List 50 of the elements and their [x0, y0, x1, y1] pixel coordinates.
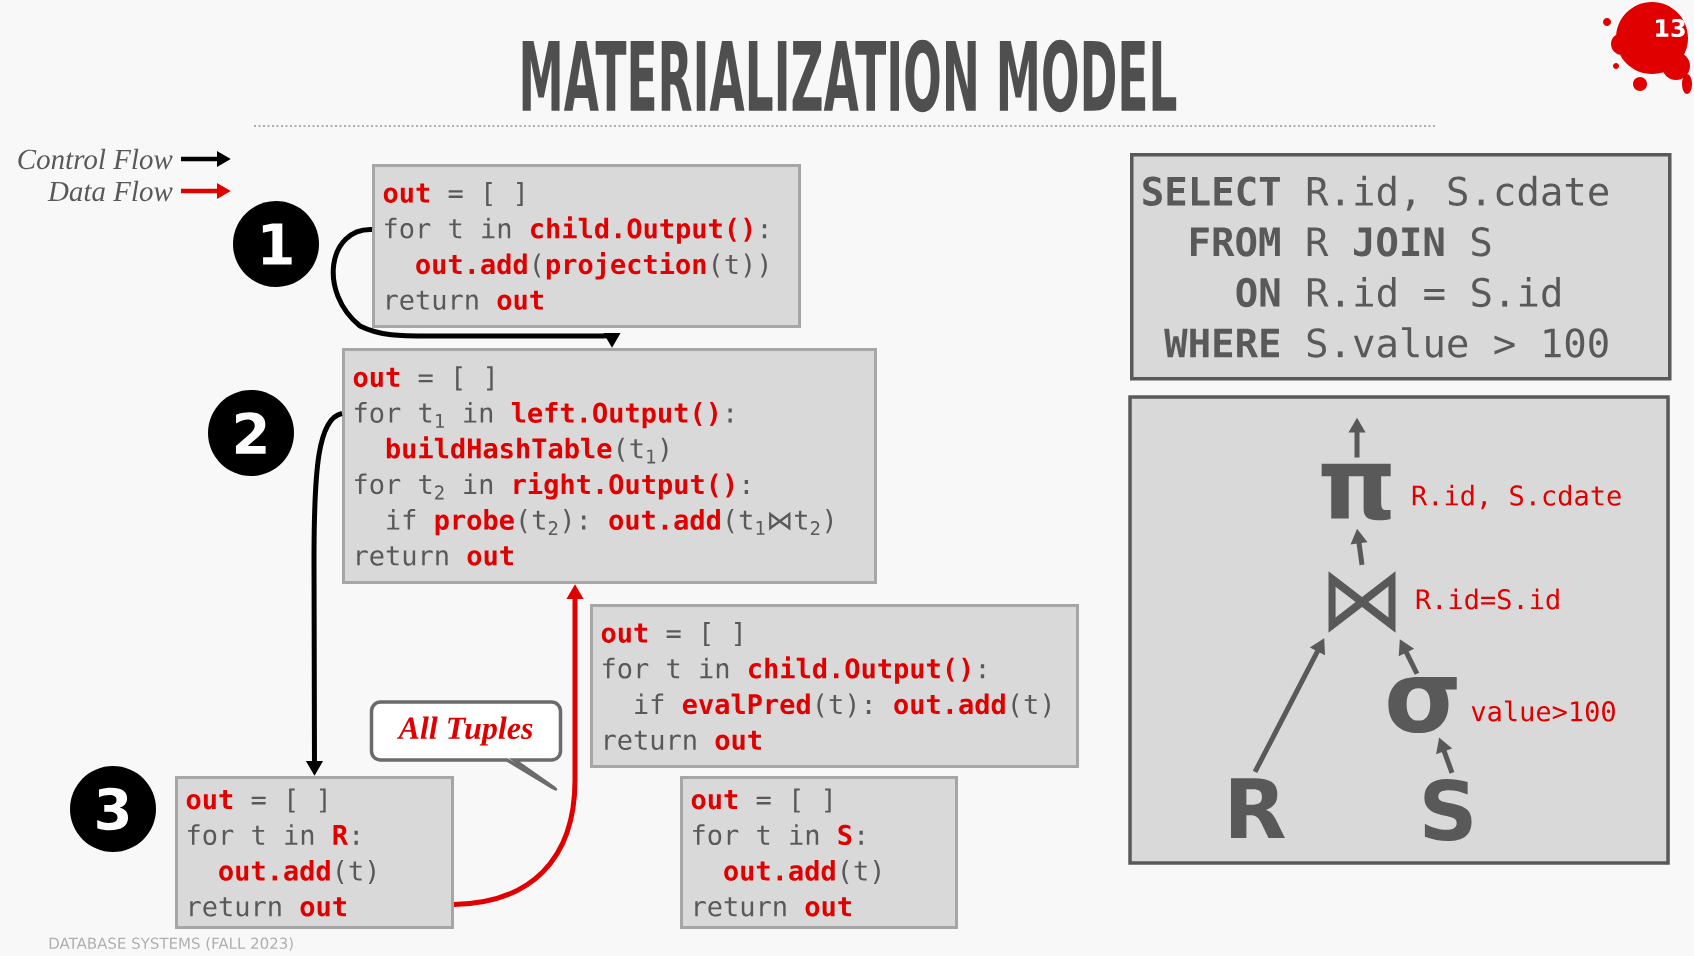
code-box — [342, 348, 877, 584]
code-line: out = [ ] — [383, 182, 523, 207]
code-line: for t in child.Output(): — [385, 216, 767, 244]
code-line: return out — [605, 730, 761, 750]
relation-letter: S — [1424, 779, 1472, 841]
code-line: return out — [190, 897, 346, 917]
operator-symbol: ⋈ — [1328, 571, 1396, 633]
legend-label: Data Flow — [47, 180, 173, 202]
predicate-label: value>100 — [1471, 700, 1615, 722]
code-box — [590, 604, 1079, 768]
code-line: for t$_{1}$ in left.Output(): — [355, 402, 732, 429]
predicate-label: R.id=S.id — [1416, 588, 1559, 610]
code-line: for t$_{2}$ in right.Output(): — [355, 471, 748, 500]
code-line: buildHashTable(t$_{1}$) — [386, 436, 668, 464]
speech-bubble: All Tuples — [369, 700, 563, 791]
code-box — [175, 776, 454, 929]
step-number: 3 — [70, 766, 156, 852]
code-line: out = [ ] — [691, 788, 831, 813]
slide-title: MATERIALIZATION MODEL — [522, 39, 1177, 113]
footer-text: DATABASE SYSTEMS (FALL 2023) — [49, 937, 293, 951]
code-line: out.add(t) — [724, 859, 880, 884]
page-number: 13 — [1656, 18, 1685, 38]
code-line: if probe(t$_{2}$): out.add(t$_{1}$⋈t$_{2}$) — [387, 509, 833, 536]
predicate-label: R.id, S.cdate — [1412, 484, 1621, 510]
sql-line: ON R.id = S.id — [1236, 276, 1560, 308]
code-line: out = [ ] — [353, 366, 493, 391]
code-box — [372, 164, 801, 328]
code-line: return out — [387, 290, 543, 310]
sql-line: FROM R JOIN S — [1191, 227, 1491, 257]
code-box — [680, 776, 958, 929]
code-line: return out — [695, 897, 851, 917]
sql-box — [1130, 153, 1672, 381]
code-line: out = [ ] — [601, 622, 741, 647]
step-number: 1 — [233, 201, 319, 287]
legend-label: Control Flow — [18, 148, 173, 170]
plan-box — [1128, 395, 1670, 865]
code-line: return out — [357, 546, 513, 566]
code-line: if evalPred(t): out.add(t) — [635, 693, 1050, 718]
sql-line: WHERE S.value > 100 — [1164, 327, 1608, 358]
relation-letter: R — [1230, 778, 1285, 838]
code-line: for t in R: — [188, 824, 358, 846]
sql-line: SELECT R.id, S.cdate — [1143, 175, 1609, 211]
code-line: out.add(t) — [219, 859, 375, 884]
operator-symbol: π — [1321, 463, 1391, 521]
code-line: for t in S: — [693, 824, 863, 846]
operator-symbol: σ — [1388, 676, 1457, 734]
code-line: out = [ ] — [186, 788, 326, 813]
code-line: for t in child.Output(): — [603, 656, 985, 684]
code-line: out.add(projection(t)) — [416, 251, 767, 280]
step-number: 2 — [208, 390, 294, 476]
